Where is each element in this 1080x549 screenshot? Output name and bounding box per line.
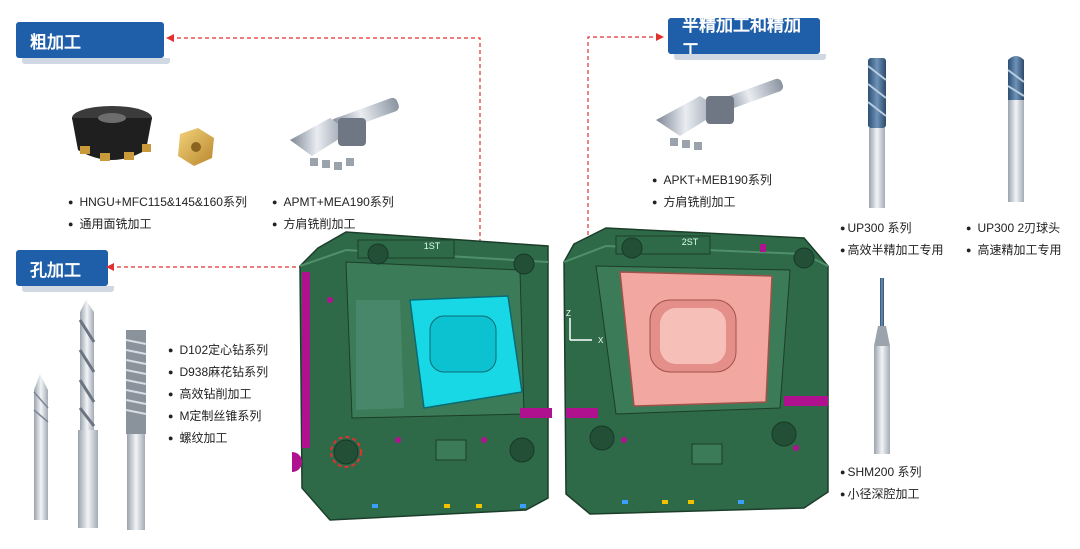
finish-tool-1-line-2: 方肩铣削加工 bbox=[652, 192, 772, 214]
finish-tool-4-line-1: SHM200 系列 bbox=[840, 462, 921, 484]
right-mold-label: 2ST bbox=[682, 237, 699, 247]
rough-tool-1-line-1: HNGU+MFC115&145&160系列 bbox=[68, 192, 247, 214]
finish-tool-3-line-2: 高速精加工专用 bbox=[966, 240, 1061, 262]
rough-tool-1-line-2: 通用面铣加工 bbox=[68, 214, 247, 236]
twist-drill-icon bbox=[78, 300, 98, 528]
hole-tools-line-1: D102定心钻系列 bbox=[168, 340, 268, 362]
finish-tool-1-desc: APKT+MEB190系列 方肩铣削加工 bbox=[652, 170, 772, 214]
face-mill-cutter-icon bbox=[72, 106, 152, 161]
up300-ballnose-icon bbox=[1007, 56, 1025, 202]
shm200-micro-mill-icon bbox=[874, 278, 890, 454]
finish-tool-2-line-2: 高效半精加工专用 bbox=[840, 240, 943, 262]
shoulder-mill-apmt-icon bbox=[290, 97, 399, 170]
hole-tools-line-4: M定制丝锥系列 bbox=[168, 406, 268, 428]
right-mold-block: 2ST X Z bbox=[563, 227, 829, 515]
rough-callout-line bbox=[170, 37, 481, 298]
rough-tool-2-line-1: APMT+MEA190系列 bbox=[272, 192, 393, 214]
finish-tool-3-line-1: UP300 2刃球头 bbox=[966, 218, 1061, 240]
center-drill-icon bbox=[33, 374, 49, 520]
insert-hole bbox=[191, 142, 201, 152]
rough-tool-1-desc: HNGU+MFC115&145&160系列 通用面铣加工 bbox=[68, 192, 247, 236]
finish-tool-4-desc: SHM200 系列 小径深腔加工 bbox=[840, 462, 921, 506]
finish-callout-line bbox=[587, 36, 660, 314]
axis-x-label: X bbox=[598, 336, 604, 345]
rough-machining-tag: 粗加工 bbox=[16, 22, 170, 64]
hole-arrow-icon bbox=[106, 263, 114, 271]
finish-tool-2-desc: UP300 系列 高效半精加工专用 bbox=[840, 218, 943, 262]
left-mold-label: 1ST bbox=[424, 241, 441, 251]
hole-tools-desc: D102定心钻系列 D938麻花钻系列 高效钻削加工 M定制丝锥系列 螺纹加工 bbox=[168, 340, 268, 450]
left-magenta-tab bbox=[292, 452, 302, 472]
up300-endmill-icon bbox=[867, 58, 887, 208]
finish-tool-3-desc: UP300 2刃球头 高速精加工专用 bbox=[966, 218, 1061, 262]
finish-arrow-icon bbox=[656, 33, 664, 41]
hole-tools-line-2: D938麻花钻系列 bbox=[168, 362, 268, 384]
hole-machining-title: 孔加工 bbox=[30, 260, 81, 280]
rough-tool-2-desc: APMT+MEA190系列 方肩铣削加工 bbox=[272, 192, 394, 236]
finish-tool-1-line-1: APKT+MEB190系列 bbox=[652, 170, 771, 192]
hole-machining-tag: 孔加工 bbox=[16, 250, 114, 292]
finish-machining-tag: 半精加工和精加工 bbox=[668, 16, 826, 60]
tap-icon bbox=[125, 330, 147, 530]
axis-z-label: Z bbox=[566, 309, 571, 318]
shoulder-mill-apkt-icon bbox=[656, 78, 784, 150]
finish-tool-4-line-2: 小径深腔加工 bbox=[840, 484, 921, 506]
hole-tools-line-5: 螺纹加工 bbox=[168, 428, 268, 450]
rough-tool-2-line-2: 方肩铣削加工 bbox=[272, 214, 394, 236]
left-mold-block: 1ST bbox=[299, 231, 552, 521]
hole-tools-line-3: 高效钻削加工 bbox=[168, 384, 268, 406]
axis-triad-icon bbox=[569, 318, 592, 341]
rough-arrow-icon bbox=[166, 34, 174, 42]
rough-machining-title: 粗加工 bbox=[30, 32, 81, 52]
finish-tool-2-line-1: UP300 系列 bbox=[840, 218, 943, 240]
hole-callout-circle bbox=[330, 436, 362, 468]
